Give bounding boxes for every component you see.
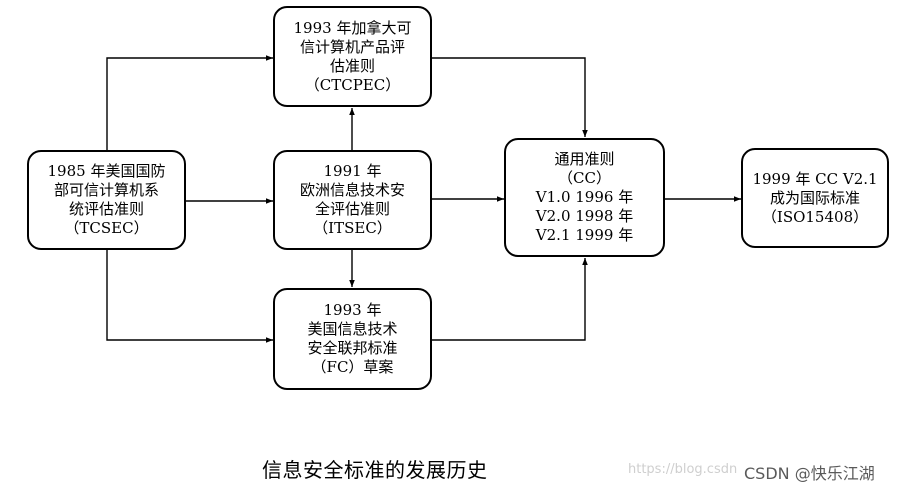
node-cc-line: （CC） [558, 169, 611, 187]
edge-tcsec-to-fc [106, 250, 273, 343]
node-ctcpec-line: （CTCPEC） [304, 75, 401, 94]
node-itsec-line: 欧洲信息技术安 [299, 181, 405, 199]
node-itsec-line: 1991 年 [323, 162, 382, 180]
node-ctcpec-line: 信计算机产品评 [299, 37, 405, 56]
node-ctcpec-line: 1993 年加拿大可 [293, 18, 412, 37]
edge-tcsec-to-ctcpec [106, 55, 273, 150]
node-cc-line: V1.0 1996 年 [535, 188, 634, 206]
node-fc-line: （FC）草案 [311, 358, 394, 376]
node-cc-line: V2.0 1998 年 [535, 207, 634, 225]
node-tcsec-line: （TCSEC） [64, 219, 149, 237]
node-itsec-line: 全评估准则 [314, 200, 390, 218]
diagram-caption: 信息安全标准的发展历史 [262, 458, 488, 482]
node-cc-line: V2.1 1999 年 [535, 226, 634, 244]
node-fc-line: 美国信息技术 [307, 320, 398, 338]
node-tcsec-line: 统评估准则 [68, 200, 144, 218]
node-fc: 1993 年 美国信息技术 安全联邦标准 （FC）草案 [273, 288, 432, 390]
node-iso-line: 成为国际标准 [769, 188, 860, 207]
node-iso-line: （ISO15408） [761, 207, 869, 226]
node-fc-line: 安全联邦标准 [307, 339, 398, 357]
node-itsec: 1991 年 欧洲信息技术安 全评估准则 （ITSEC） [273, 150, 432, 250]
node-tcsec-line: 部可信计算机系 [53, 181, 159, 199]
node-cc: 通用准则 （CC） V1.0 1996 年 V2.0 1998 年 V2.1 1… [504, 138, 665, 257]
node-ctcpec-line: 估准则 [329, 56, 375, 75]
edge-fc-to-cc [432, 258, 588, 341]
node-tcsec-line: 1985 年美国国防 [47, 162, 166, 180]
node-iso: 1999 年 CC V2.1 成为国际标准 （ISO15408） [741, 148, 889, 248]
node-iso-line: 1999 年 CC V2.1 [752, 169, 878, 188]
node-tcsec: 1985 年美国国防 部可信计算机系 统评估准则 （TCSEC） [27, 150, 186, 250]
watermark-brand: CSDN @快乐江湖 [744, 464, 875, 483]
node-cc-line: 通用准则 [554, 150, 615, 168]
edge-ctcpec-to-cc [432, 57, 588, 137]
watermark-url: https://blog.csdn [628, 462, 738, 477]
node-ctcpec: 1993 年加拿大可 信计算机产品评 估准则 （CTCPEC） [273, 6, 432, 107]
node-fc-line: 1993 年 [323, 301, 382, 319]
node-itsec-line: （ITSEC） [313, 219, 392, 237]
